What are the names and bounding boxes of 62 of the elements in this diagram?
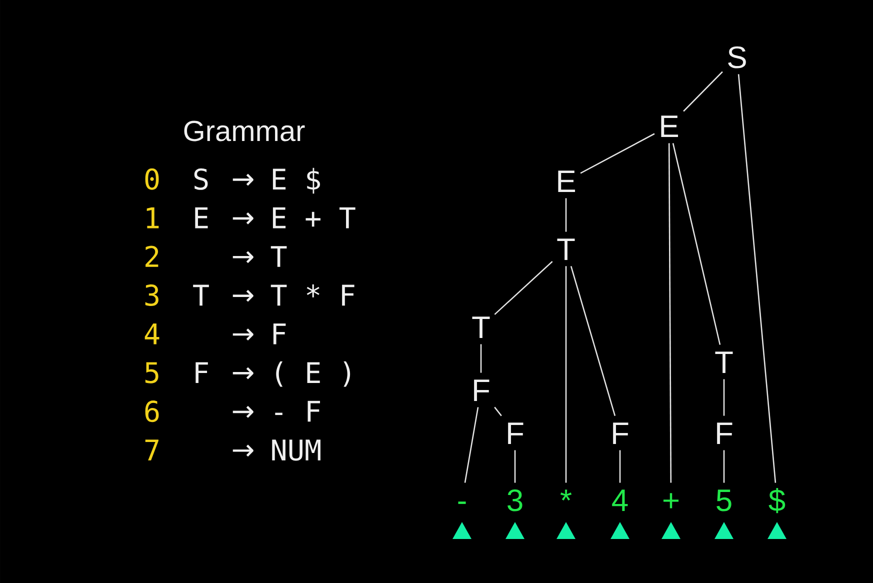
production-body: T * F [270,284,354,306]
tree-branch [672,143,721,345]
production-arrow: → [232,212,254,224]
nonterminal-label: S [728,46,746,68]
tree-branch [570,266,616,416]
input-token: - [458,502,466,504]
input-token: 3 [508,489,522,512]
production-arrow: → [232,251,254,264]
production-arrow: → [232,290,254,302]
production-arrow: → [232,367,254,380]
production-arrow: → [232,328,254,340]
production-body: E + T [272,207,356,228]
rule-number: 7 [145,440,158,460]
nonterminal-label: F [474,380,490,401]
nonterminal: F [196,362,208,383]
production-arrow: → [232,406,254,418]
production-body: ( E ) [276,361,350,387]
nonterminal-label: T [557,238,575,260]
tree-branch [723,379,725,416]
tree-branch [580,133,655,174]
rule-number: 6 [145,400,159,422]
nonterminal: S [194,168,208,190]
tree-branch [480,344,482,373]
production-body: T [270,246,287,267]
input-token: $ [768,488,786,514]
nonterminal-label: F [613,422,628,444]
rule-number: 0 [145,168,159,190]
production-body: E $ [272,168,320,194]
tree-branch [464,407,479,483]
tree-branch [619,450,621,483]
production-arrow: → [232,444,254,457]
nonterminal-label: F [508,422,524,444]
tree-branch [738,74,776,483]
rule-number: 4 [144,324,160,344]
rule-number: 1 [146,207,159,228]
rule-number: 3 [145,284,158,306]
nonterminal-label: T [472,316,490,338]
nonterminal-label: T [715,352,733,373]
input-token: + [663,493,679,508]
nonterminal: T [193,284,209,306]
input-token: 4 [612,490,628,511]
nonterminal-label: F [717,422,732,444]
heading: Grammar [184,120,305,142]
input-token: 5 [716,490,732,512]
tree-branch [494,406,502,416]
tree-branch [668,143,672,483]
tree-branch [683,71,723,112]
production-body: F [273,324,286,344]
production-arrow: → [232,174,254,186]
tree-branch [565,266,567,483]
nonterminal: E [195,207,208,228]
tree-branch [565,198,567,232]
nonterminal-label: E [558,170,576,192]
input-token: * [560,490,572,501]
tree-branch [494,261,553,315]
production-body: - F [275,400,320,422]
rule-number: 5 [145,362,158,384]
tree-branch [514,450,516,483]
production-body: NUM [272,440,320,461]
rule-number: 2 [146,246,158,267]
nonterminal-label: E [661,116,678,137]
tree-branch [723,450,725,483]
